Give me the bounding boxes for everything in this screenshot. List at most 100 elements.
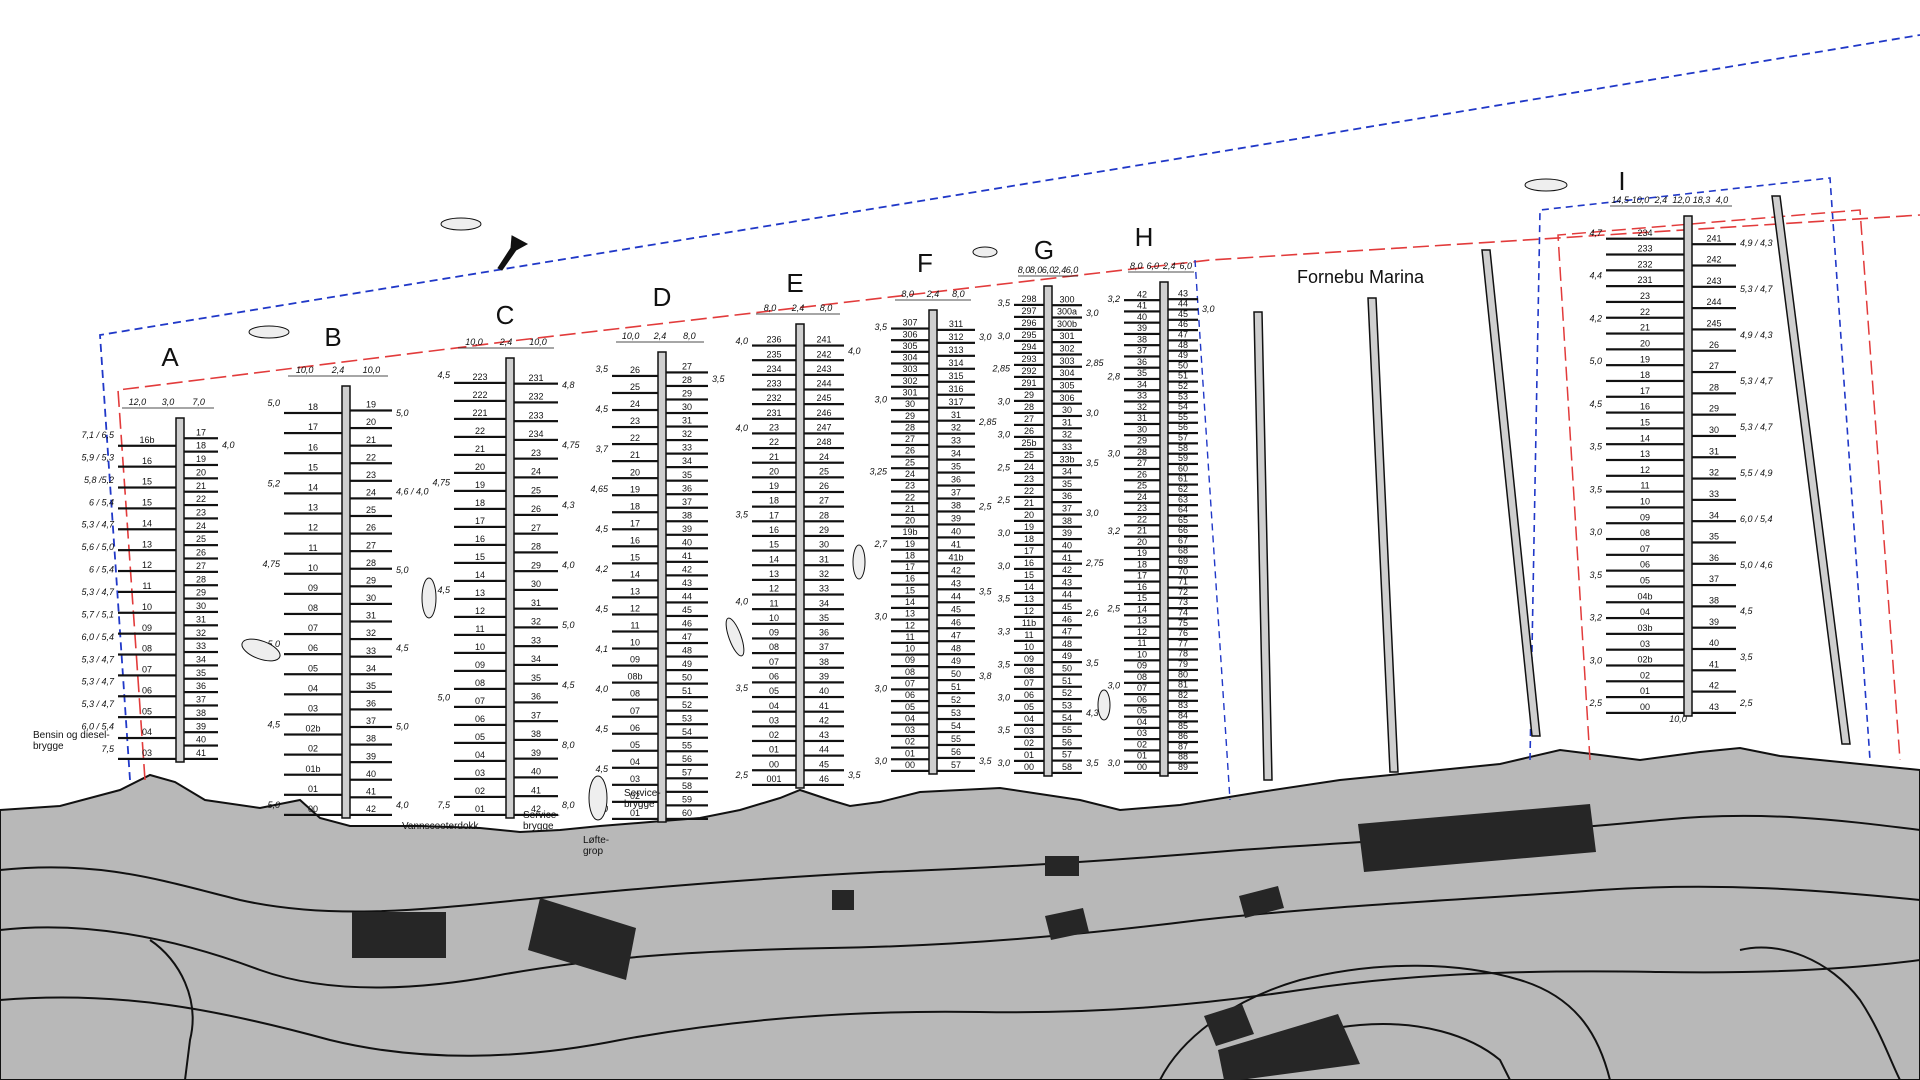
left-width-label: 3,2 [1107,526,1120,536]
right-finger [1052,439,1082,442]
berth-label: 31 [196,614,206,624]
main-walkway [795,323,805,789]
berth-label: 08 [630,689,640,699]
berth-label: 11b [1022,618,1036,628]
berth-label: 33 [1709,489,1719,499]
left-finger [891,513,929,516]
berth-label: 41b [948,552,963,562]
header-width-label: 8,0 [1030,265,1043,275]
right-finger [937,354,975,357]
berth-label: 47 [1178,329,1188,339]
right-finger [1168,555,1198,558]
left-finger [454,399,506,402]
building [1045,856,1079,876]
left-finger [1014,435,1044,438]
left-finger [752,520,796,523]
left-finger [891,432,929,435]
berth-label: 33 [366,646,376,656]
left-finger [612,579,658,582]
left-finger [1014,519,1044,522]
right-finger [184,450,218,453]
left-finger [612,630,658,633]
berth-label: 43 [951,578,961,588]
right-width-label: 2,85 [1085,358,1105,368]
berth-label: 06 [1024,690,1034,700]
berth-label: 04 [308,683,318,693]
left-finger [891,606,929,610]
right-width-label: 5,3 / 4,7 [1740,376,1774,386]
left-finger [1014,459,1044,462]
right-finger [666,398,708,401]
left-width-label: 4,1 [595,644,608,654]
left-finger [612,442,658,446]
berth-label: 19 [196,454,206,464]
right-width-label: 4,9 / 4,3 [1740,330,1773,340]
left-finger [118,632,176,635]
left-finger [1606,585,1684,588]
berth-label: 291 [1021,378,1036,388]
left-width-label: 3,0 [874,611,887,621]
berth-label: 00 [905,760,915,770]
left-finger [1014,711,1044,714]
berth-label: 31 [531,598,541,608]
right-finger [1052,771,1082,774]
berth-label: 04 [1640,607,1650,617]
header-width-label: 8,0 [820,303,833,313]
right-finger [804,490,844,494]
berth-label: 37 [819,642,829,652]
berth-label: 40 [1137,312,1147,322]
berth-label: 23 [1137,503,1147,513]
left-finger [1014,675,1044,678]
left-width-label: 5,2 [267,478,280,488]
berth-label: 38 [951,501,961,511]
berth-label: 36 [1062,491,1072,501]
berth-label: 36 [819,628,829,638]
berth-label: 245 [1706,319,1721,329]
right-finger [1052,685,1082,688]
right-finger [1168,710,1198,713]
berth-label: 32 [531,617,541,627]
left-width-label: 4,5 [595,604,609,614]
left-width-label: 4,5 [1589,399,1603,409]
berth-label: 30 [819,540,829,550]
left-width-label: 3,5 [874,322,888,332]
right-finger [1052,574,1082,578]
berth-label: 49 [1062,651,1072,661]
right-finger [514,738,558,741]
right-finger [1168,637,1198,641]
berth-label: 71 [1178,577,1188,587]
header-width-label: 8,0 [1018,265,1031,275]
berth-label: 59 [1178,453,1188,463]
right-finger [1168,596,1198,599]
right-finger [514,588,558,591]
left-finger [1124,400,1160,403]
right-finger [666,425,708,428]
left-width-label: 3,5 [1589,570,1603,580]
berth-label: 15 [1137,593,1147,603]
left-finger [612,545,658,548]
left-width-label: 5,7 / 5,1 [81,609,114,619]
left-finger [891,385,929,388]
berth-label: 02 [308,744,318,754]
left-finger [118,528,176,531]
right-finger [666,479,708,482]
left-finger [612,408,658,412]
berth-label: 05 [475,732,485,742]
berth-label: 31 [1062,417,1072,427]
berth-label: 01b [305,764,320,774]
right-finger [514,701,558,704]
berth-label: 19 [1640,354,1650,364]
berth-label: 41 [682,551,692,561]
berth-label: 316 [948,384,963,394]
right-finger [1168,658,1198,661]
left-finger [612,749,658,752]
berth-label: 38 [1709,595,1719,605]
left-finger [752,666,796,669]
left-width-label: 3,2 [1107,294,1120,304]
berth-label: 235 [766,349,781,359]
berth-label: 12 [630,604,640,614]
left-finger [454,471,506,474]
left-finger [284,411,342,415]
left-finger [284,472,342,475]
